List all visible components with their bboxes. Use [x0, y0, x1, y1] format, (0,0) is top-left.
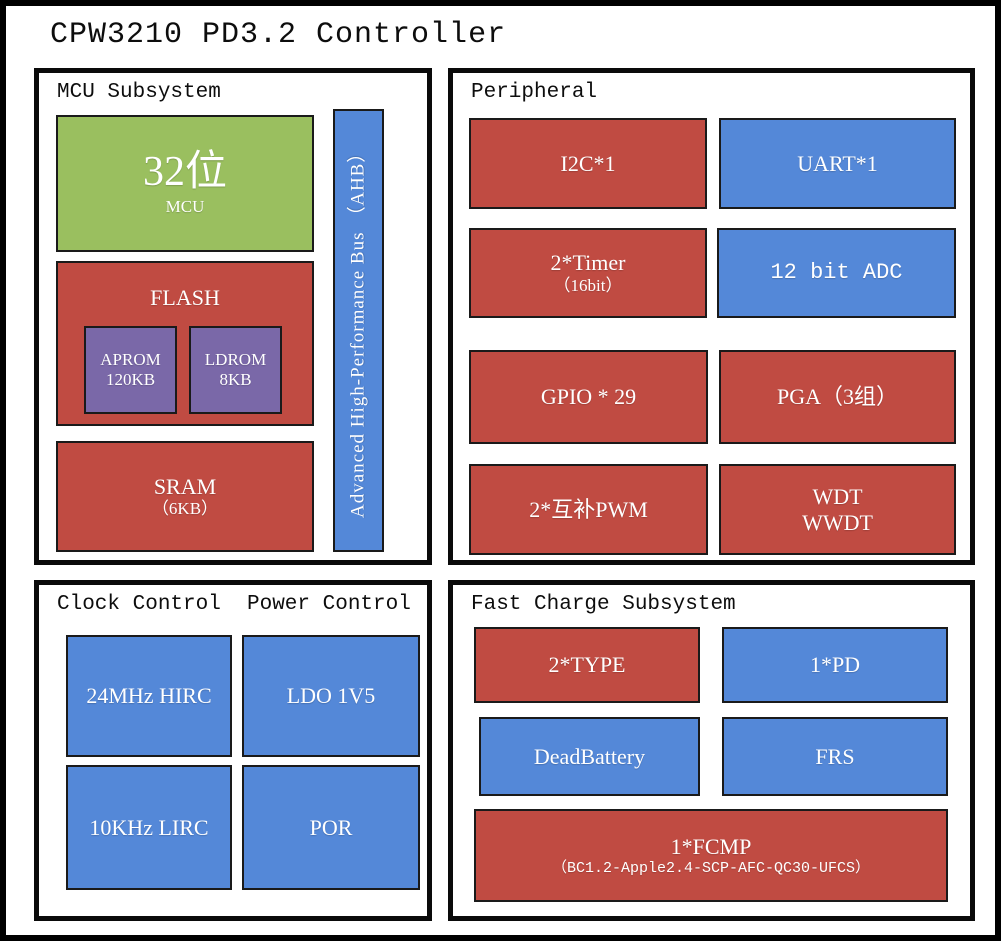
block-ahb-bus: Advanced High-Performance Bus （AHB）	[333, 109, 384, 552]
block-ahb-bus-label: Advanced High-Performance Bus （AHB）	[347, 142, 369, 519]
block-i2c: I2C*1	[469, 118, 707, 209]
block-ldo: LDO 1V5	[242, 635, 420, 757]
block-lirc: 10KHz LIRC	[66, 765, 232, 890]
block-uart-label: UART*1	[797, 150, 878, 176]
block-fcmp-line1: 1*FCMP	[670, 833, 752, 859]
block-ldrom-line2: 8KB	[219, 370, 252, 389]
block-lirc-label: 10KHz LIRC	[89, 814, 209, 840]
block-timer-line2: （16bit）	[553, 275, 623, 295]
block-type-c-label: 2*TYPE	[548, 652, 626, 678]
block-timer: 2*Timer （16bit）	[469, 228, 707, 318]
page-title: CPW3210 PD3.2 Controller	[50, 18, 507, 52]
block-adc-label: 12 bit ADC	[770, 260, 903, 286]
block-hirc-label: 24MHz HIRC	[86, 683, 212, 709]
block-fcmp-line2: （BC1.2-Apple2.4-SCP-AFC-QC30-UFCS）	[551, 859, 871, 877]
panel-mcu-subsystem: MCU Subsystem 32位 MCU FLASH APROM 120KB …	[34, 68, 432, 565]
block-sram: SRAM （6KB）	[56, 441, 314, 552]
block-pwm: 2*互补PWM	[469, 464, 708, 555]
panel-fast-charge-subsystem: Fast Charge Subsystem 2*TYPE 1*PD DeadBa…	[448, 580, 975, 921]
block-hirc: 24MHz HIRC	[66, 635, 232, 757]
block-ldrom-line1: LDROM	[204, 349, 267, 369]
block-mcu-core-line2: MCU	[165, 196, 205, 216]
block-frs-label: FRS	[815, 743, 855, 769]
panel-title-mcu-subsystem: MCU Subsystem	[57, 81, 221, 104]
block-pga: PGA（3组）	[719, 350, 956, 444]
panel-peripheral: Peripheral I2C*1 UART*1 2*Timer （16bit） …	[448, 68, 975, 565]
block-mcu-core: 32位 MCU	[56, 115, 314, 252]
block-ldrom: LDROM 8KB	[189, 326, 282, 414]
block-fcmp: 1*FCMP （BC1.2-Apple2.4-SCP-AFC-QC30-UFCS…	[474, 809, 948, 902]
block-gpio-label: GPIO * 29	[540, 384, 637, 410]
block-sram-line1: SRAM	[153, 473, 217, 499]
block-type-c: 2*TYPE	[474, 627, 700, 703]
block-pd-label: 1*PD	[809, 652, 861, 678]
block-wdt-line1: WDT	[812, 483, 863, 509]
block-gpio: GPIO * 29	[469, 350, 708, 444]
panel-title-power-control: Power Control	[247, 593, 411, 616]
block-sram-line2: （6KB）	[151, 499, 219, 519]
block-pga-label: PGA（3组）	[776, 384, 898, 410]
block-uart: UART*1	[719, 118, 956, 209]
block-aprom-line2: 120KB	[105, 370, 156, 389]
panel-title-fast-charge-subsystem: Fast Charge Subsystem	[471, 593, 736, 616]
panel-title-peripheral: Peripheral	[471, 81, 598, 104]
panel-clock-power-control: Clock Control Power Control 24MHz HIRC L…	[34, 580, 432, 921]
block-wdt-line2: WWDT	[802, 509, 873, 535]
block-wdt: WDT WWDT	[719, 464, 956, 555]
block-timer-line1: 2*Timer	[550, 250, 626, 275]
block-mcu-core-line1: 32位	[142, 149, 227, 196]
block-pwm-label: 2*互补PWM	[529, 496, 648, 522]
block-por-label: POR	[309, 814, 353, 840]
block-aprom: APROM 120KB	[84, 326, 177, 414]
block-deadbattery: DeadBattery	[479, 717, 700, 796]
block-por: POR	[242, 765, 420, 890]
panel-title-clock-control: Clock Control	[57, 593, 221, 616]
block-ldo-label: LDO 1V5	[286, 683, 376, 709]
block-i2c-label: I2C*1	[560, 150, 616, 176]
block-flash-label: FLASH	[150, 285, 220, 310]
block-adc: 12 bit ADC	[717, 228, 956, 318]
block-aprom-line1: APROM	[100, 349, 161, 369]
block-pd: 1*PD	[722, 627, 948, 703]
block-deadbattery-label: DeadBattery	[533, 743, 646, 769]
block-frs: FRS	[722, 717, 948, 796]
